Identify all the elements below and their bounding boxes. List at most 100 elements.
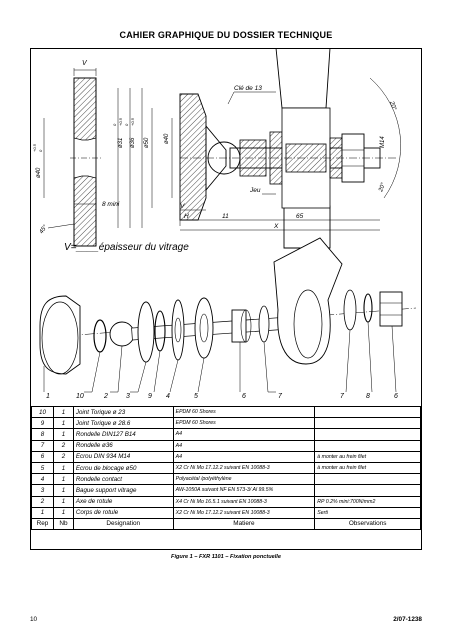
cell-rep: 2 bbox=[31, 495, 54, 508]
cell-observations: Serti bbox=[314, 506, 421, 519]
dim-d36: ø36 bbox=[130, 137, 136, 148]
dim-d50: ø50 bbox=[144, 137, 150, 148]
cell-observations bbox=[314, 405, 421, 419]
cell-matiere: A4 bbox=[172, 428, 316, 441]
cell-observations bbox=[314, 428, 421, 441]
callout-4: 4 bbox=[166, 393, 170, 400]
cell-matiere: X4 Cr Ni Mo 16.5.1 suivant EN 10088-3 bbox=[172, 495, 316, 508]
cell-rep: 6 bbox=[31, 450, 54, 463]
cell-rep: 10 bbox=[31, 405, 54, 419]
callout-labels: 1 10 2 3 9 4 5 6 7 7 8 6 bbox=[46, 393, 398, 400]
dim-d40-tol: +0.5 bbox=[32, 143, 37, 152]
cell-rep: 7 bbox=[31, 439, 54, 452]
dim-11: 11 bbox=[222, 213, 229, 220]
cell-rep: 4 bbox=[31, 473, 54, 486]
callout-10: 10 bbox=[76, 393, 84, 400]
cell-matiere: Polyacétal /polyéthylène bbox=[172, 473, 316, 486]
dim-x: X bbox=[273, 223, 279, 230]
header-observations: Observations bbox=[314, 517, 421, 531]
header-matiere: Matiere bbox=[172, 517, 316, 531]
cell-nb: 1 bbox=[52, 473, 74, 486]
cell-nb: 1 bbox=[52, 461, 74, 475]
cell-nb: 1 bbox=[52, 417, 74, 430]
drawing-frame bbox=[30, 48, 422, 550]
dim-65: 65 bbox=[296, 213, 304, 220]
cell-matiere: X2 Cr Ni Mo 17.12.2 suivant EN 10088-3 bbox=[172, 506, 316, 519]
dim-8-mini: 8 mini bbox=[102, 201, 120, 208]
dim-d36-tol2: 0 bbox=[124, 123, 129, 126]
dim-d40b: ø40 bbox=[164, 133, 170, 144]
figure-caption: Figure 1 – FXR 1101 – Fixation ponctuell… bbox=[171, 554, 281, 560]
dim-d40: ø40 bbox=[36, 167, 42, 178]
dim-v-top: V bbox=[82, 60, 88, 67]
cell-designation: Axe de rotule bbox=[72, 495, 174, 508]
cell-observations bbox=[314, 473, 421, 486]
cell-observations bbox=[314, 484, 421, 497]
cell-designation: Ecrou DIN 934 M14 bbox=[72, 450, 174, 463]
cell-matiere: AW-1050A suivant NF EN 573-3/ Al 99.5% bbox=[172, 484, 316, 497]
glass-section-view: V ø40 +0.5 0 45° 8 mini bbox=[32, 60, 120, 247]
cell-nb: 1 bbox=[52, 495, 74, 508]
cell-designation: Ecrou de blocage ø50 bbox=[72, 461, 174, 475]
dim-d31-tol2: 0 bbox=[112, 123, 117, 126]
cell-matiere: EPDM 60 Shores bbox=[172, 405, 316, 419]
cell-designation: Bague support vitrage bbox=[72, 484, 174, 497]
cell-rep: 5 bbox=[31, 461, 54, 475]
callout-6-right: 6 bbox=[394, 393, 398, 400]
callout-2: 2 bbox=[103, 393, 108, 400]
header-rep: Rep bbox=[31, 517, 54, 531]
table-header-row: Rep Nb Designation Matiere Observations bbox=[31, 517, 421, 531]
cell-matiere: X2 Cr Ni Mo 17.12.2 suivant EN 10088-3 bbox=[172, 461, 316, 475]
cell-nb: 1 bbox=[52, 484, 74, 497]
cell-observations: à monter au frein filet bbox=[314, 450, 421, 463]
page-title: CAHIER GRAPHIQUE DU DOSSIER TECHNIQUE bbox=[119, 30, 333, 40]
callout-7: 7 bbox=[278, 393, 283, 400]
dim-angle-45: 45° bbox=[39, 224, 49, 235]
page-number: 10 bbox=[30, 616, 38, 623]
callout-1: 1 bbox=[46, 393, 50, 400]
formula-v: V=____épaisseur du vitrage bbox=[64, 242, 189, 253]
dim-angle-20b: 20° bbox=[378, 182, 387, 194]
cell-designation: Rondelle DIN127 B14 bbox=[72, 428, 174, 441]
dim-angle-20a: 20° bbox=[388, 100, 397, 112]
label-cle-de-13: Clé de 13 bbox=[234, 85, 262, 92]
assembly-section: 20° 20° M14 Clé de 13 Jeu V H 11 65 X bbox=[179, 48, 401, 249]
dim-d40-tol2: 0 bbox=[38, 149, 43, 152]
label-jeu: Jeu bbox=[249, 187, 261, 194]
callout-8: 8 bbox=[366, 393, 370, 400]
technical-drawing: V ø40 +0.5 0 45° 8 mini ø31 +0.5 0 ø36 +… bbox=[32, 48, 417, 400]
cell-rep: 3 bbox=[31, 484, 54, 497]
cell-nb: 2 bbox=[52, 439, 74, 452]
cell-designation: Rondelle ø36 bbox=[72, 439, 174, 452]
cell-nb: 1 bbox=[52, 428, 74, 441]
cell-observations bbox=[314, 417, 421, 430]
exploded-view bbox=[39, 237, 417, 393]
cell-rep: 1 bbox=[31, 506, 54, 519]
cell-observations: à monter au frein filet bbox=[314, 461, 421, 475]
cell-nb: 1 bbox=[52, 405, 74, 419]
cell-rep: 9 bbox=[31, 417, 54, 430]
callout-7-right: 7 bbox=[340, 393, 345, 400]
cell-rep: 8 bbox=[31, 428, 54, 441]
cell-matiere: A4 bbox=[172, 450, 316, 463]
dim-d36-tol: +0.5 bbox=[130, 117, 135, 126]
dim-d31: ø31 bbox=[118, 138, 124, 148]
cell-designation: Joint Torique ø 23 bbox=[72, 405, 174, 419]
callout-5: 5 bbox=[194, 393, 198, 400]
bushing-view: ø31 +0.5 0 ø36 +0.5 0 ø50 ø40 bbox=[112, 88, 173, 228]
callout-9: 9 bbox=[148, 393, 152, 400]
header-nb: Nb bbox=[52, 517, 74, 531]
dim-m14: M14 bbox=[380, 136, 386, 148]
header-designation: Designation bbox=[72, 517, 174, 531]
cell-nb: 2 bbox=[52, 450, 74, 463]
